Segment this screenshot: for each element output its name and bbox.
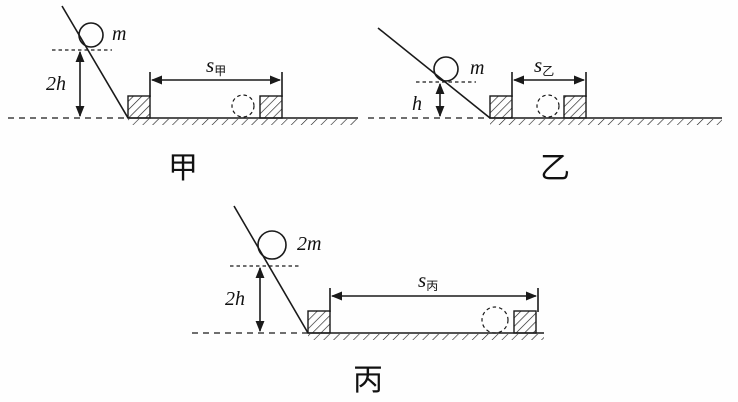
ramp-incline — [61, 5, 129, 119]
ball — [433, 56, 459, 82]
ground-hatching — [490, 119, 722, 125]
mass-label: 2m — [297, 233, 321, 255]
height-label: 2h — [46, 73, 66, 95]
mass-label: m — [470, 57, 484, 79]
height-label: h — [412, 93, 422, 115]
ball — [78, 22, 104, 48]
panel-caption: 乙 — [540, 151, 570, 186]
ball — [257, 230, 287, 260]
ball-final-position — [536, 94, 560, 118]
block-initial — [489, 95, 513, 119]
distance-label: s甲 — [206, 53, 226, 78]
height-label: 2h — [225, 288, 245, 310]
panel-caption: 甲 — [168, 151, 198, 186]
panel-yi: h m s乙 乙 — [368, 27, 722, 186]
block-final — [513, 310, 537, 334]
block-initial — [127, 95, 151, 119]
ball-final-position — [481, 306, 509, 334]
block-initial — [307, 310, 331, 334]
ground-hatching — [128, 119, 358, 125]
ramp-incline — [233, 205, 309, 334]
block-final — [563, 95, 587, 119]
mass-label: m — [112, 23, 126, 45]
panel-caption: 丙 — [353, 363, 383, 398]
ground-hatching — [308, 334, 544, 340]
panel-jia: 2h m s甲 甲 — [8, 5, 358, 186]
ball-final-position — [231, 94, 255, 118]
panel-bing: 2h 2m s丙 丙 — [192, 205, 544, 398]
block-final — [259, 95, 283, 119]
distance-label: s乙 — [534, 53, 554, 78]
distance-label: s丙 — [418, 268, 438, 293]
